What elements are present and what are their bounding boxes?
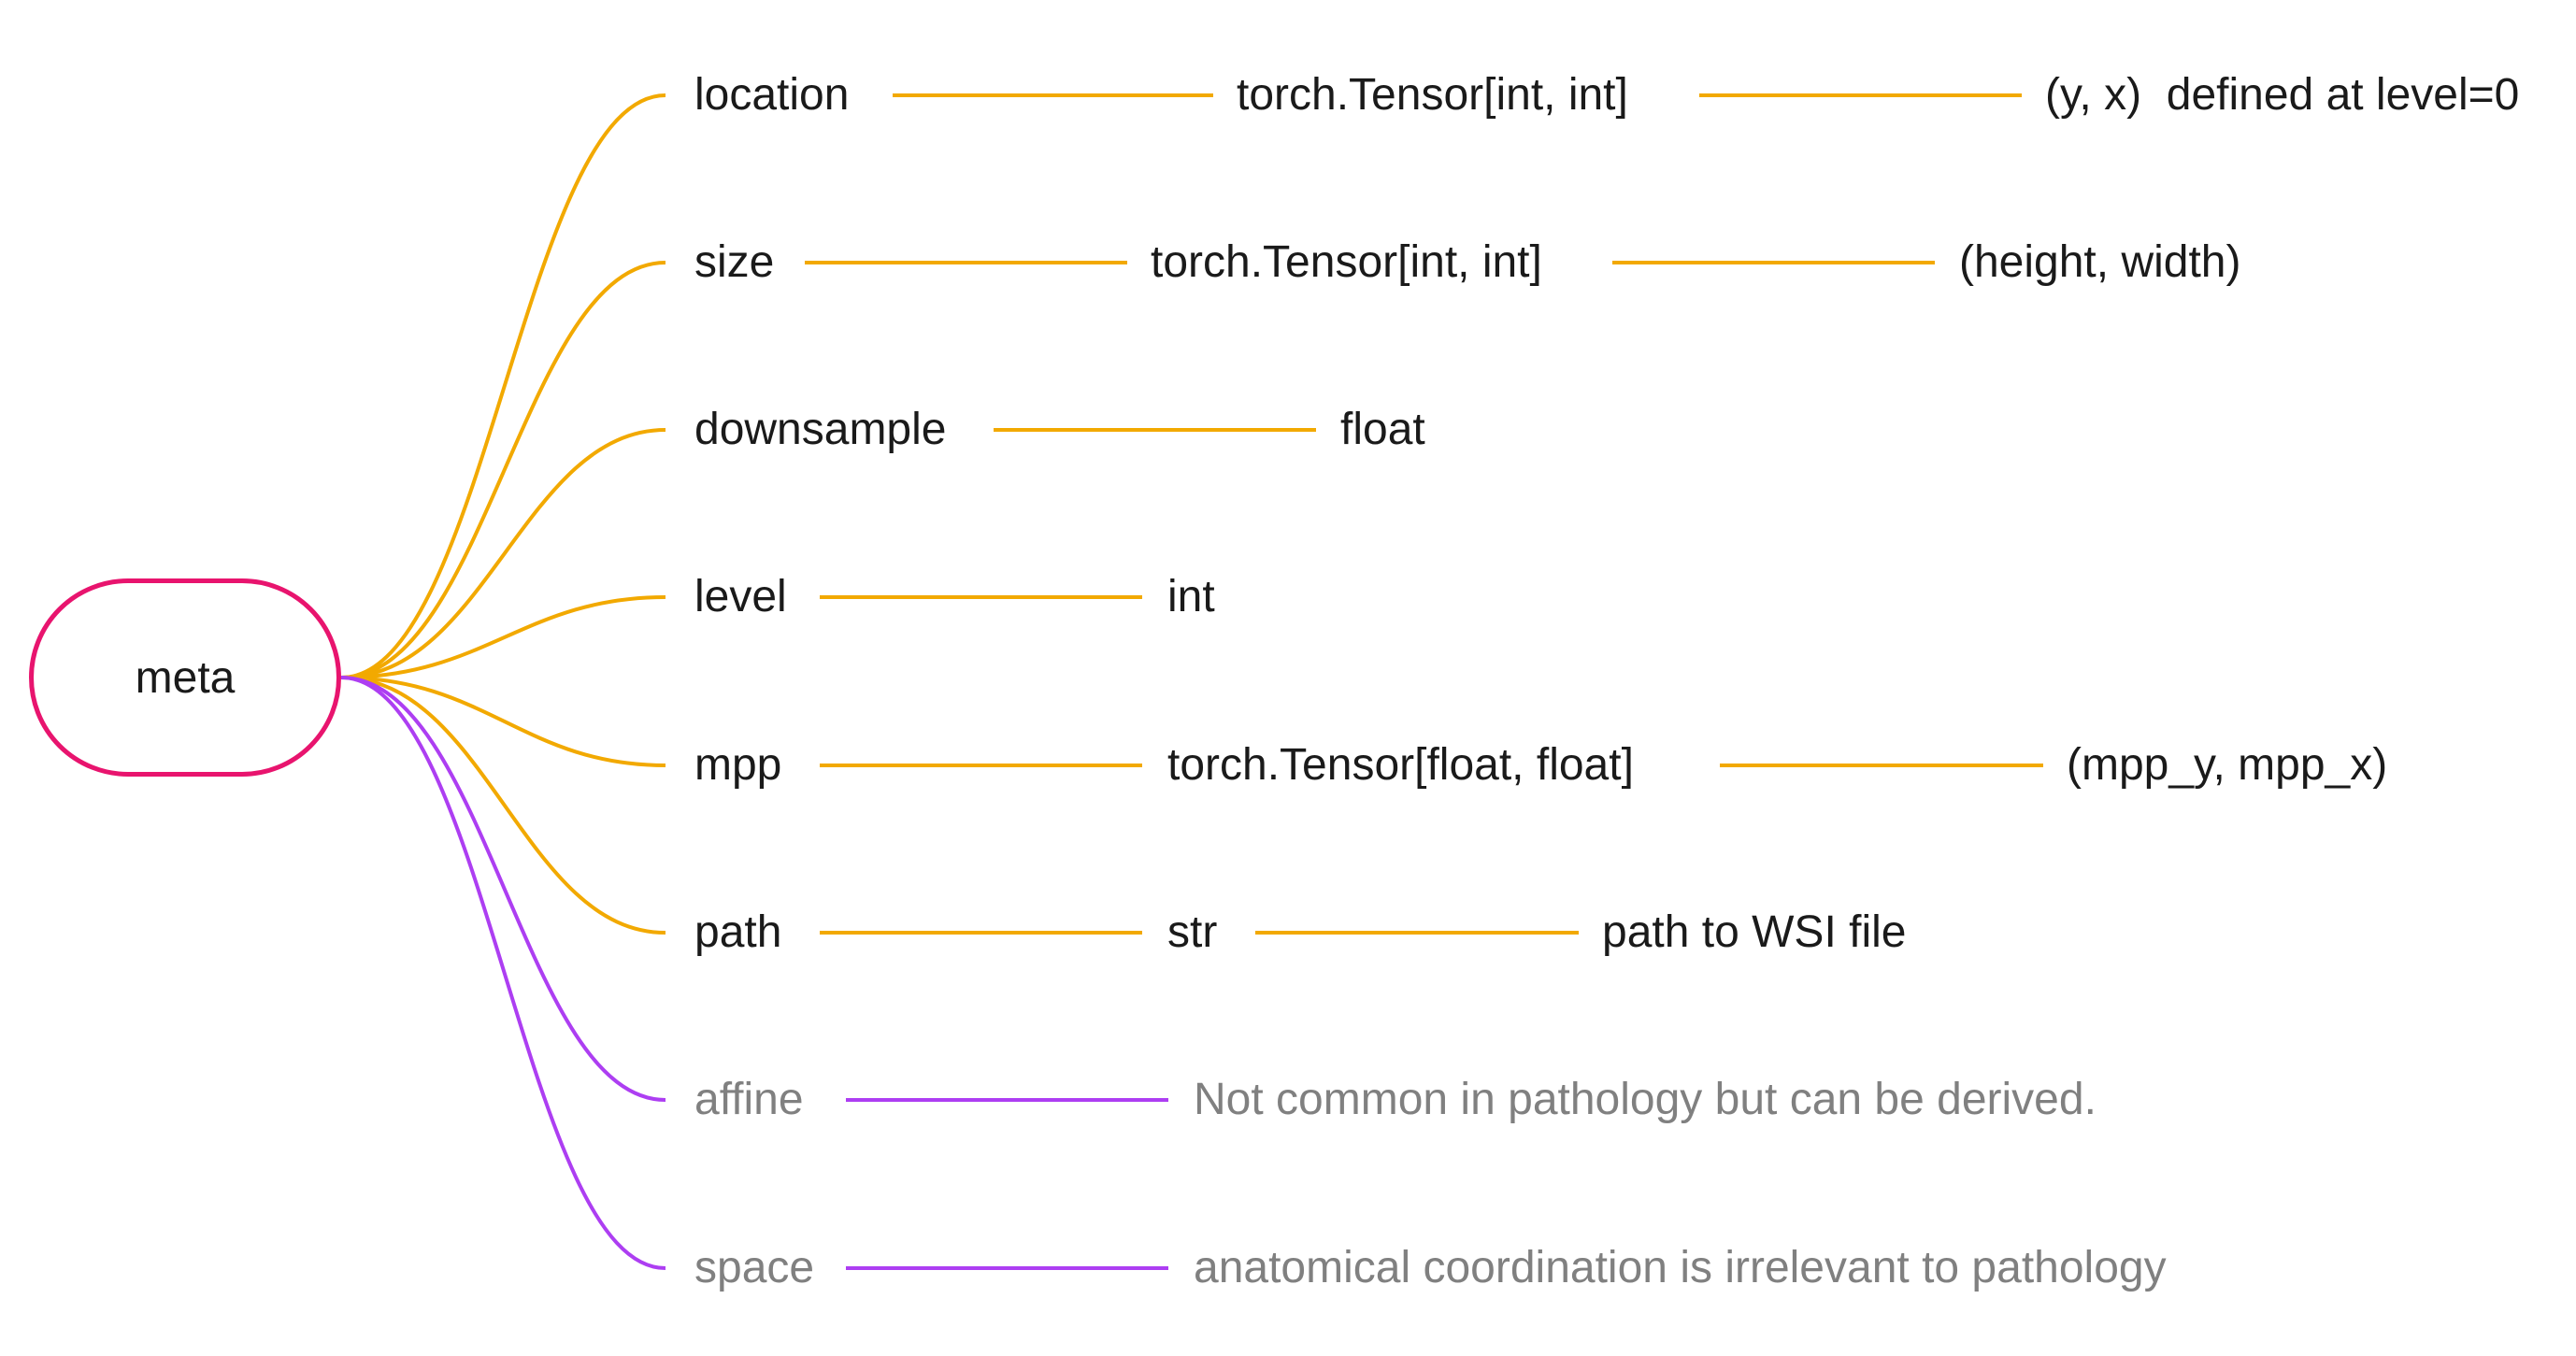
connector-curve-space [340,676,666,1270]
branch-label-path: path [694,907,782,957]
branch-note-path: path to WSI file [1602,907,1907,957]
branch-note-mpp: (mpp_y, mpp_x) [2067,740,2388,790]
connector-curve-level [340,595,666,679]
branch-label-downsample: downsample [694,405,947,454]
branch-type-location: torch.Tensor[int, int] [1237,70,1628,120]
branch-note-affine: Not common in pathology but can be deriv… [1194,1075,2097,1124]
connector-curve-size [340,261,666,679]
root-node: meta [29,578,341,777]
branch-type-mpp: torch.Tensor[float, float] [1167,740,1634,790]
branch-type-size: torch.Tensor[int, int] [1151,237,1542,287]
branch-label-space: space [694,1243,815,1292]
branch-note-location: (y, x) defined at level=0 [2045,70,2520,120]
root-label: meta [135,652,236,703]
branch-label-level: level [694,572,787,621]
branch-type-downsample: float [1340,405,1425,454]
branch-label-location: location [694,70,850,120]
connector-curve-mpp [340,676,666,767]
branch-label-size: size [694,237,775,287]
connector-curve-downsample [340,428,666,679]
connector-curve-location [340,93,666,679]
connector-curve-path [340,676,666,935]
branch-note-space: anatomical coordination is irrelevant to… [1194,1243,2167,1292]
branch-type-path: str [1167,907,1218,957]
branch-note-size: (height, width) [1959,237,2241,287]
branch-type-level: int [1167,572,1215,621]
connector-curve-affine [340,676,666,1102]
branch-label-mpp: mpp [694,740,782,790]
branch-label-affine: affine [694,1075,804,1124]
